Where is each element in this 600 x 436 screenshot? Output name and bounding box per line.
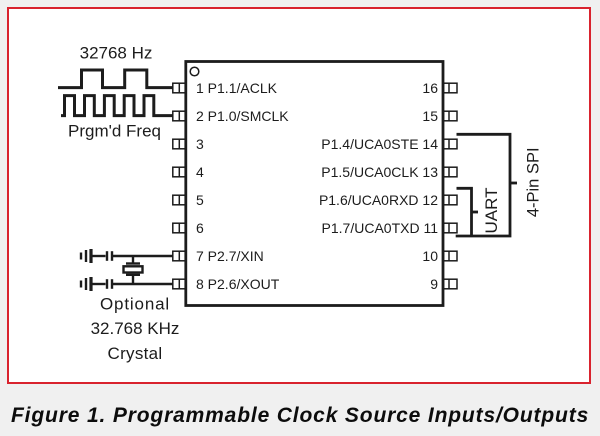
svg-text:3: 3 (196, 136, 204, 152)
svg-text:4: 4 (196, 164, 204, 180)
svg-text:Crystal: Crystal (108, 344, 163, 363)
svg-text:9: 9 (430, 276, 438, 292)
svg-text:Optional: Optional (100, 295, 170, 314)
svg-text:8 P2.6/XOUT: 8 P2.6/XOUT (196, 276, 280, 292)
svg-text:1 P1.1/ACLK: 1 P1.1/ACLK (196, 80, 278, 96)
svg-text:32.768 KHz: 32.768 KHz (91, 319, 180, 338)
svg-text:32768 Hz: 32768 Hz (80, 44, 153, 63)
svg-text:4-Pin SPI: 4-Pin SPI (525, 147, 543, 217)
svg-text:Prgm'd Freq: Prgm'd Freq (68, 122, 161, 141)
svg-text:5: 5 (196, 192, 204, 208)
svg-text:2 P1.0/SMCLK: 2 P1.0/SMCLK (196, 108, 289, 124)
svg-text:P1.7/UCA0TXD 11: P1.7/UCA0TXD 11 (322, 220, 439, 236)
svg-text:P1.4/UCA0STE 14: P1.4/UCA0STE 14 (321, 136, 438, 152)
svg-text:6: 6 (196, 220, 204, 236)
svg-text:P1.5/UCA0CLK 13: P1.5/UCA0CLK 13 (321, 164, 438, 180)
svg-text:P1.6/UCA0RXD 12: P1.6/UCA0RXD 12 (319, 192, 438, 208)
svg-text:7 P2.7/XIN: 7 P2.7/XIN (196, 248, 264, 264)
svg-text:16: 16 (422, 80, 438, 96)
svg-text:15: 15 (422, 108, 438, 124)
svg-text:10: 10 (422, 248, 438, 264)
svg-text:UART: UART (482, 188, 501, 234)
